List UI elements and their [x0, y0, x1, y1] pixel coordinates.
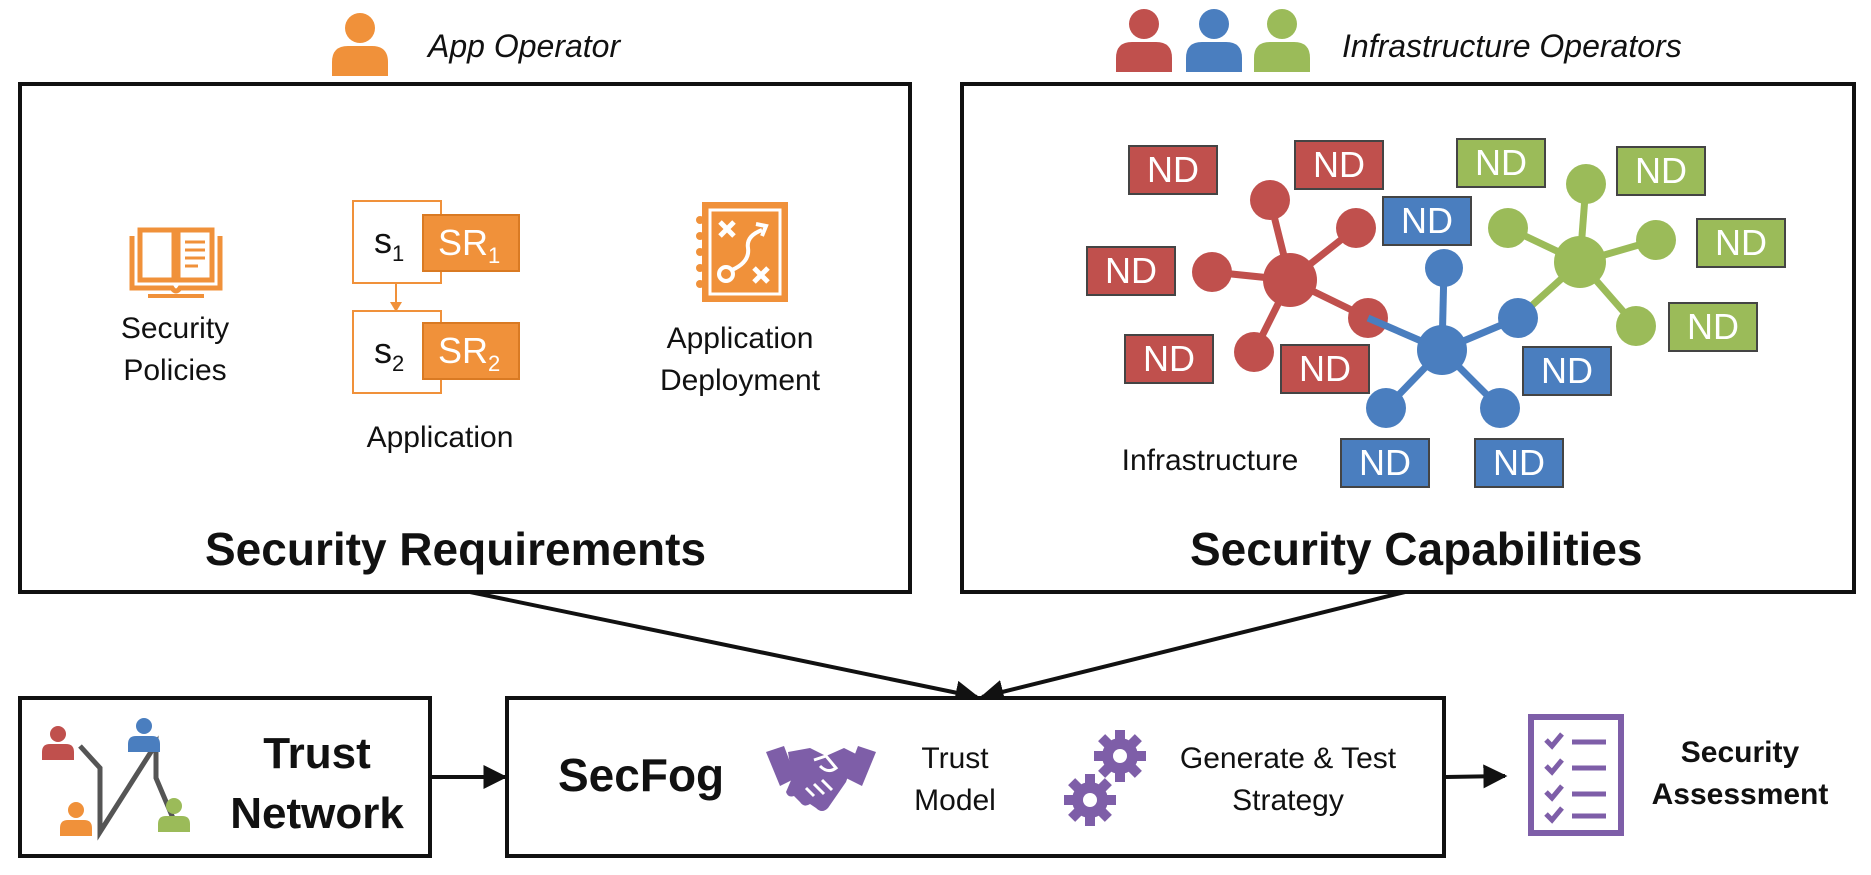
security-capabilities-title: Security Capabilities — [1190, 523, 1643, 575]
checklist-icon — [1528, 714, 1624, 836]
person-icon — [1186, 9, 1242, 72]
node-label: ND — [1128, 145, 1218, 195]
arrow-capabilities-to-secfog — [979, 590, 1406, 704]
node-label: ND — [1696, 218, 1786, 268]
arrow-requirements-to-secfog — [469, 590, 980, 705]
node-label: ND — [1294, 140, 1384, 190]
security-requirement-sr2: SR2 — [422, 322, 520, 380]
node-label: ND — [1340, 438, 1430, 488]
book-icon — [129, 227, 223, 298]
person-icon — [42, 726, 74, 760]
trust-network-icon — [42, 718, 190, 841]
person-icon — [1116, 9, 1172, 72]
trust-model-label: Trust Model — [914, 742, 996, 817]
handshake-icon — [766, 746, 876, 811]
node-label: ND — [1456, 138, 1546, 188]
node-label: ND — [1522, 346, 1612, 396]
strategy-label: Generate & Test Strategy — [1179, 742, 1397, 817]
secfog-panel — [505, 696, 1446, 858]
app-operator-label: App Operator — [428, 28, 621, 64]
deployment-plan-icon — [696, 202, 788, 302]
arrow-secfog-to-assessment — [1445, 764, 1508, 789]
security-policies-label: Security Policies — [120, 312, 230, 387]
node-label: ND — [1616, 146, 1706, 196]
service-flow-arrow — [390, 284, 402, 312]
node-label: ND — [1280, 344, 1370, 394]
node-label: ND — [1474, 438, 1564, 488]
trust-network-title: Trust Network — [230, 729, 404, 838]
person-icon — [1254, 9, 1310, 72]
node-label: ND — [1382, 196, 1472, 246]
person-icon — [158, 798, 190, 832]
security-requirements-title: Security Requirements — [205, 523, 707, 575]
node-label: ND — [1668, 302, 1758, 352]
node-label: ND — [1124, 334, 1214, 384]
application-label: Application — [366, 421, 514, 454]
person-icon — [60, 802, 92, 836]
infrastructure-operators-label: Infrastructure Operators — [1342, 28, 1682, 64]
node-label: ND — [1086, 246, 1176, 296]
person-icon — [332, 13, 388, 76]
security-assessment-label: Security Assessment — [1651, 736, 1829, 811]
application-deployment-label: Application Deployment — [659, 322, 821, 397]
person-icon — [128, 718, 160, 752]
security-requirement-sr1: SR1 — [422, 214, 520, 272]
infrastructure-label: Infrastructure — [1121, 444, 1299, 477]
gears-icon — [1064, 730, 1146, 826]
infrastructure-operators-icons — [1116, 9, 1310, 72]
secfog-title: SecFog — [558, 749, 725, 801]
